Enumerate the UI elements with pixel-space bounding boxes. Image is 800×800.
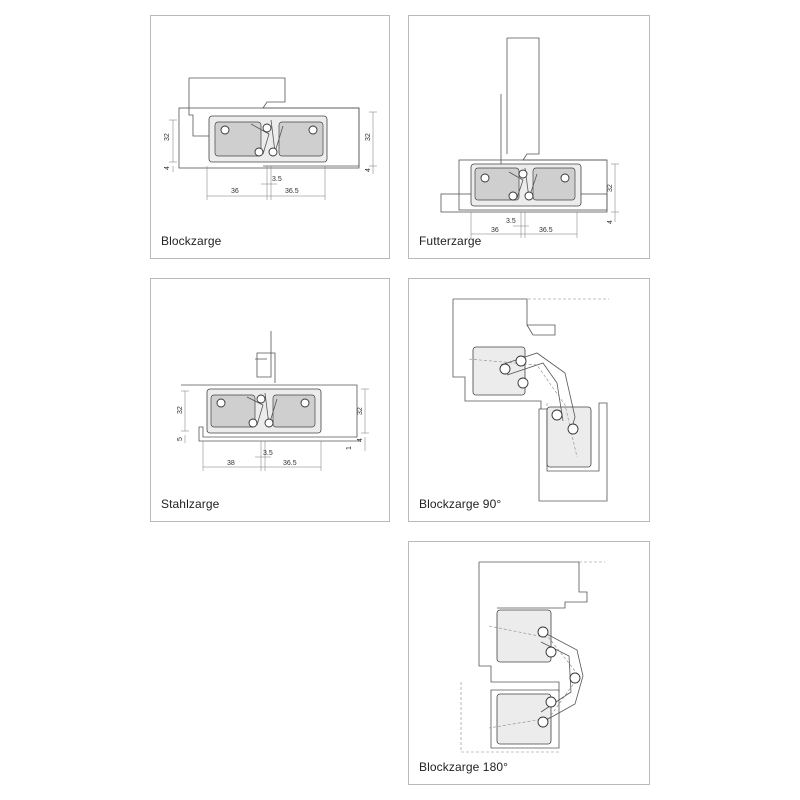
dim-line-right bbox=[611, 163, 619, 222]
pin-icon bbox=[480, 173, 490, 183]
pin-icon bbox=[216, 398, 226, 408]
frame-top bbox=[453, 298, 556, 336]
steel-frame-profile bbox=[255, 331, 276, 383]
hinge-left-block bbox=[210, 394, 256, 428]
swing-path bbox=[468, 358, 578, 458]
pin-icon bbox=[517, 377, 529, 389]
pin-icon bbox=[518, 169, 528, 179]
panel-blockzarge: 32 4 32 4 3.5 36 36.5 Blockzarge bbox=[150, 15, 390, 259]
reference-line bbox=[460, 682, 559, 753]
panel-caption: Stahlzarge bbox=[161, 497, 220, 511]
hinge-arm bbox=[506, 362, 564, 422]
dim-label: 32 bbox=[365, 133, 372, 141]
dim-label: 36.5 bbox=[539, 227, 553, 234]
dim-line-bottom bbox=[470, 212, 578, 238]
panel-blockzarge-180: Blockzarge 180° bbox=[408, 541, 650, 785]
dim-line-right bbox=[369, 111, 377, 174]
door-outline bbox=[490, 689, 560, 749]
pin-icon bbox=[545, 646, 557, 658]
pin-icon bbox=[508, 191, 518, 201]
dim-label: 3.5 bbox=[263, 450, 273, 457]
door-outline bbox=[507, 37, 607, 161]
hinge-diagram-blockzarge: 32 4 32 4 3.5 36 36.5 bbox=[164, 77, 377, 200]
dim-line-right bbox=[361, 388, 369, 451]
panel-caption: Blockzarge 180° bbox=[419, 760, 509, 774]
dim-label: 1 bbox=[346, 446, 353, 450]
dim-label: 36 bbox=[491, 227, 499, 234]
dim-label: 32 bbox=[164, 133, 171, 141]
dim-label: 32 bbox=[607, 184, 614, 192]
frame-outline bbox=[452, 299, 542, 409]
hinge-diagram-blockzarge-180 bbox=[460, 561, 605, 753]
pin-icon bbox=[569, 672, 581, 684]
pin-icon bbox=[524, 191, 534, 201]
hinge-arm bbox=[538, 629, 584, 725]
panel-blockzarge-90: Blockzarge 90° bbox=[408, 278, 650, 522]
dim-label: 36.5 bbox=[285, 188, 299, 195]
dim-label: 4 bbox=[365, 168, 372, 172]
steel-frame-outline bbox=[181, 384, 361, 442]
dim-label: 3.5 bbox=[506, 218, 516, 225]
hinge-diagram-blockzarge-90 bbox=[452, 298, 609, 502]
pin-icon bbox=[537, 626, 549, 638]
panel-futterzarge: 32 4 3.5 36 36.5 Futterzarge bbox=[408, 15, 650, 259]
pin-icon bbox=[220, 125, 230, 135]
pin-icon bbox=[256, 394, 266, 404]
pin-icon bbox=[300, 398, 310, 408]
hinge-right-block bbox=[278, 121, 324, 157]
dim-label: 38 bbox=[227, 460, 235, 467]
hinge-diagram-futterzarge: 32 4 3.5 36 36.5 bbox=[440, 37, 619, 238]
pin-icon bbox=[567, 423, 579, 435]
dim-line-bottom bbox=[206, 166, 326, 200]
pin-icon bbox=[499, 363, 511, 375]
dim-label: 32 bbox=[357, 407, 364, 415]
hinge-frame-block bbox=[472, 346, 526, 396]
dim-label: 36.5 bbox=[283, 460, 297, 467]
hinge-door-block bbox=[546, 406, 592, 468]
hinge-diagram-stahlzarge: 32 5 32 4 1 3.5 38 36.5 bbox=[177, 331, 369, 471]
dim-label: 4 bbox=[357, 438, 364, 442]
panel-caption: Blockzarge 90° bbox=[419, 497, 502, 511]
dim-label: 3.5 bbox=[272, 176, 282, 183]
pin-icon bbox=[308, 125, 318, 135]
pin-icon bbox=[268, 147, 278, 157]
dim-label: 4 bbox=[164, 166, 171, 170]
hinge-door-block bbox=[496, 693, 552, 745]
pin-icon bbox=[254, 147, 264, 157]
dim-label: 32 bbox=[177, 406, 184, 414]
pin-icon bbox=[262, 123, 272, 133]
frame-outline bbox=[478, 562, 560, 692]
pin-icon bbox=[264, 418, 274, 428]
hinge-arm bbox=[500, 352, 576, 432]
reference-line bbox=[539, 403, 607, 502]
reference-box bbox=[178, 107, 360, 169]
pin-icon bbox=[545, 696, 557, 708]
dim-line-left bbox=[169, 119, 177, 172]
pin-icon bbox=[248, 418, 258, 428]
pin-icon bbox=[515, 355, 527, 367]
hinge-right-block bbox=[272, 394, 316, 428]
dim-label: 36 bbox=[231, 188, 239, 195]
dim-label: 4 bbox=[607, 220, 614, 224]
panel-caption: Blockzarge bbox=[161, 234, 222, 248]
pin-icon bbox=[560, 173, 570, 183]
frame-top bbox=[479, 561, 588, 609]
hinge-right-block bbox=[532, 167, 576, 201]
panel-caption: Futterzarge bbox=[419, 234, 482, 248]
dim-label: 5 bbox=[177, 437, 184, 441]
swing-path bbox=[488, 625, 580, 729]
dim-line-bottom bbox=[202, 441, 322, 471]
pin-icon bbox=[551, 409, 563, 421]
panel-stahlzarge: 32 5 32 4 1 3.5 38 36.5 Stahlzarge bbox=[150, 278, 390, 522]
pin-icon bbox=[537, 716, 549, 728]
dim-line-left bbox=[181, 390, 189, 443]
reference-box bbox=[458, 159, 608, 211]
